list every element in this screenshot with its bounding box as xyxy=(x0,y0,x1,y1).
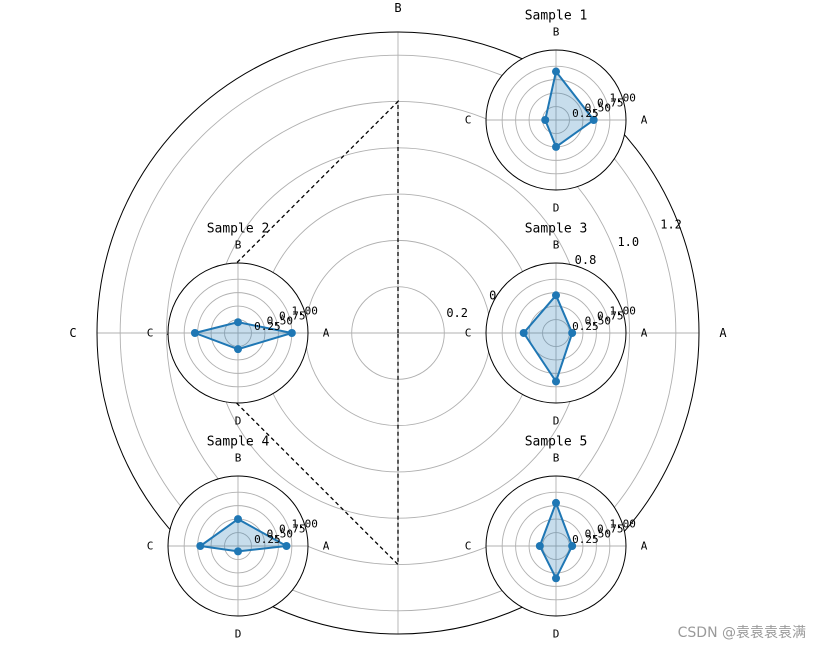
radar-frame xyxy=(167,475,309,617)
data-point xyxy=(552,498,560,507)
series-fill xyxy=(523,295,573,382)
data-point xyxy=(234,318,242,327)
axis-label-d: D xyxy=(235,415,242,428)
axis-label-b: B xyxy=(553,239,560,252)
radial-tick-label: 1.00 xyxy=(609,91,636,104)
axis-label-b: B xyxy=(394,1,401,15)
data-point xyxy=(552,291,560,300)
radial-tick-label: 0.25 xyxy=(254,320,281,333)
sample-radar-5: 0.250.500.751.00A B C D Sample 5 xyxy=(465,435,648,641)
axis-label-b: B xyxy=(235,239,242,252)
data-point xyxy=(568,329,577,337)
radial-tick-label: 0.50 xyxy=(585,315,612,328)
radial-tick-label: 0.50 xyxy=(585,102,612,115)
axis-label-a: A xyxy=(323,540,330,553)
radial-tick-label: 0.75 xyxy=(279,310,306,323)
data-point xyxy=(234,515,242,524)
axis-label-a: A xyxy=(719,326,727,340)
sample-radar-2: 0.250.500.751.00A B C D Sample 2 xyxy=(147,222,330,428)
axis-label-d: D xyxy=(235,628,242,641)
axis-label-c: C xyxy=(465,114,472,127)
radial-tick-label: 1.00 xyxy=(609,517,636,530)
data-point xyxy=(589,116,598,124)
sample-radar-3: 0.250.500.751.00A B C D Sample 3 xyxy=(465,222,648,428)
axis-label-c: C xyxy=(465,327,472,340)
radar-frame xyxy=(485,262,627,404)
radar-frame xyxy=(485,475,627,617)
radial-tick-label: 0.25 xyxy=(572,533,599,546)
data-point xyxy=(552,67,560,76)
data-point xyxy=(519,329,528,337)
data-point xyxy=(190,329,199,337)
series-fill xyxy=(200,519,287,552)
radial-tick-label: 0.75 xyxy=(279,523,306,536)
radial-tick-label: 0.75 xyxy=(597,310,624,323)
axis-label-a: A xyxy=(323,327,330,340)
radial-tick-label: 1.0 xyxy=(617,235,639,249)
radial-tick-label: 0.25 xyxy=(572,107,599,120)
axis-label-a: A xyxy=(641,327,648,340)
radial-tick-label: 0.75 xyxy=(597,97,624,110)
data-point xyxy=(196,542,205,550)
data-point xyxy=(535,542,544,550)
watermark: CSDN @袁袁袁袁满 xyxy=(677,625,806,641)
radial-tick-label: 1.00 xyxy=(609,304,636,317)
sample-title: Sample 4 xyxy=(207,435,270,450)
sample-title: Sample 3 xyxy=(525,222,588,237)
radial-tick-label: 0.2 xyxy=(446,306,468,320)
data-point xyxy=(282,542,291,550)
radial-tick-label: 0.50 xyxy=(267,528,294,541)
data-point xyxy=(552,377,560,386)
axis-label-c: C xyxy=(465,540,472,553)
axis-label-d: D xyxy=(553,628,560,641)
series-line xyxy=(165,99,399,567)
series-fill xyxy=(539,502,573,579)
radial-tick-label: 1.00 xyxy=(291,517,318,530)
radial-tick-label: 0.50 xyxy=(585,528,612,541)
radial-tick-label: 1.2 xyxy=(660,217,682,231)
radar-frame xyxy=(96,31,700,635)
axis-label-b: B xyxy=(553,452,560,465)
axis-label-b: B xyxy=(553,26,560,39)
data-point xyxy=(234,547,242,556)
data-point xyxy=(552,574,560,583)
axis-label-c: C xyxy=(147,327,154,340)
radial-tick-label: 0.25 xyxy=(572,320,599,333)
data-point xyxy=(287,329,296,337)
axis-label-b: B xyxy=(235,452,242,465)
sample-radar-4: 0.250.500.751.00A B C D Sample 4 xyxy=(147,435,330,641)
sample-title: Sample 1 xyxy=(525,9,588,24)
data-point xyxy=(552,142,560,151)
radar-frame xyxy=(167,262,309,404)
radial-tick-label: 0.25 xyxy=(254,533,281,546)
axis-label-c: C xyxy=(69,326,76,340)
axis-label-a: A xyxy=(641,540,648,553)
data-point xyxy=(568,542,577,550)
sample-title: Sample 2 xyxy=(207,222,270,237)
radial-tick-label: 0.50 xyxy=(267,315,294,328)
axis-label-d: D xyxy=(553,415,560,428)
axis-label-d: D xyxy=(553,202,560,215)
axis-label-c: C xyxy=(147,540,154,553)
data-point xyxy=(541,116,550,124)
data-point xyxy=(234,345,242,354)
radial-tick-label: 0.75 xyxy=(597,523,624,536)
sample-title: Sample 5 xyxy=(525,435,588,450)
axis-label-a: A xyxy=(641,114,648,127)
radar-frame xyxy=(485,49,627,191)
radial-tick-label: 0.8 xyxy=(575,253,597,267)
radial-tick-label: 1.00 xyxy=(291,304,318,317)
sample-radar-1: 0.250.500.751.00A B C D Sample 1 xyxy=(465,9,648,215)
